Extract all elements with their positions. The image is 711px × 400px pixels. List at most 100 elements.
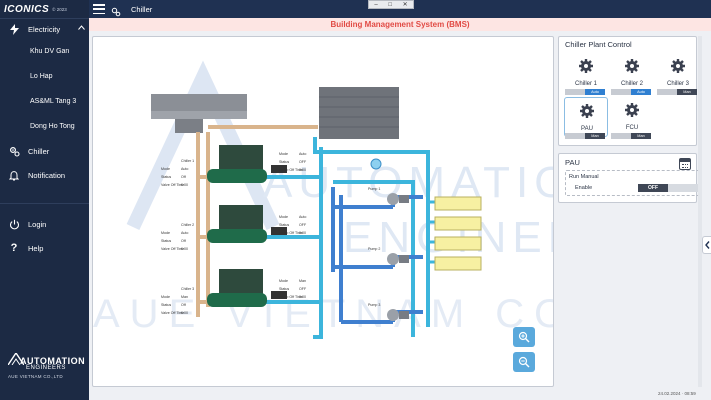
sidebar-item-login[interactable]: Login xyxy=(0,217,89,231)
sidebar-item-label: Help xyxy=(28,243,44,253)
page-title: Chiller xyxy=(131,4,153,14)
expansion-tank xyxy=(370,158,382,170)
chiller-unit-1[interactable] xyxy=(207,145,287,183)
sidebar-item-label: Chiller xyxy=(28,146,50,156)
window-controls: – □ ✕ xyxy=(368,0,414,9)
system-banner: Building Management System (BMS) xyxy=(89,18,711,31)
run-manual-group: Run Manual Enable OFF xyxy=(565,170,701,196)
ahu-unit-1[interactable] xyxy=(434,196,482,211)
chiller-1-values: Chiller 1 Auto Off 0:00 xyxy=(181,159,195,187)
diagram-canvas: AUTOMATION ENGINEERS AUE VIETNAM CO.,LTD xyxy=(93,60,553,339)
hamburger-menu-icon[interactable] xyxy=(93,4,105,14)
chiller-1-right-labels: Mode Status Pump Off Time xyxy=(279,152,303,172)
chevron-up-icon[interactable] xyxy=(78,25,85,32)
sidebar-item-chiller[interactable]: Chiller xyxy=(0,144,89,158)
plant-unit-label: PAU xyxy=(581,126,593,132)
maximize-icon[interactable]: □ xyxy=(388,1,392,8)
plant-unit-chiller-2[interactable]: Chiller 2 xyxy=(610,53,654,93)
chiller-plant-control-title: Chiller Plant Control xyxy=(565,40,632,49)
gear-icon xyxy=(671,59,685,73)
plant-unit-label: Chiller 2 xyxy=(620,81,643,87)
chiller-2-right-values: Auto OFF 0:00 xyxy=(299,215,307,235)
company-logo-line3: AUE VIETNAM CO.,LTD xyxy=(8,374,63,379)
ahu-unit-2[interactable] xyxy=(434,216,482,231)
company-logo-mark-icon xyxy=(8,353,24,365)
plant-unit-chiller-3[interactable]: Chiller 3 xyxy=(656,53,700,93)
plant-unit-chiller-3-mode[interactable]: Man xyxy=(657,89,697,95)
pump-3[interactable] xyxy=(387,309,409,321)
run-manual-label: Run Manual xyxy=(569,174,599,180)
top-bar: Chiller xyxy=(89,0,711,18)
sidebar: ICONICS © 2023 Electricity Khu DV Gan Lo… xyxy=(0,0,89,400)
plant-unit-fcu[interactable]: FCU xyxy=(610,97,654,137)
chiller-plant-control-panel: Chiller Plant Control Chiller 1 Auto Chi… xyxy=(558,36,697,146)
chiller-2-values: Chiller 2 Auto Off 0:00 xyxy=(181,223,195,251)
lightning-icon xyxy=(8,23,20,35)
plant-unit-chiller-1-mode[interactable]: Auto xyxy=(565,89,605,95)
pump-2-label: Pump 2 xyxy=(368,247,381,251)
footer-timestamp: 24.02.2024 · 08:59 xyxy=(658,391,696,396)
zoom-in-icon xyxy=(518,331,530,343)
plant-unit-label: Chiller 1 xyxy=(574,81,597,87)
sidebar-item-asml-tang-3[interactable]: AS&ML Tang 3 xyxy=(30,98,77,105)
plant-unit-pau[interactable]: PAU xyxy=(564,97,608,137)
enable-label: Enable xyxy=(575,185,593,191)
chiller-2-labels: Mode Status Valve Off Time xyxy=(161,231,185,251)
calendar-icon[interactable] xyxy=(679,158,691,170)
chilled-water-supply-pipe xyxy=(313,137,430,327)
pump-1[interactable] xyxy=(387,193,409,205)
brand-logo: ICONICS xyxy=(4,3,50,15)
pump-1-label: Pump 1 xyxy=(368,187,381,191)
enable-toggle[interactable]: OFF xyxy=(638,184,698,192)
chiller-1-right-values: Auto OFF 0:00 xyxy=(299,152,307,172)
ahu-unit-4[interactable] xyxy=(434,256,482,271)
gear-icon xyxy=(580,104,594,118)
sidebar-divider xyxy=(0,203,89,204)
chiller-unit-2[interactable] xyxy=(207,205,287,243)
chiller-2-right-labels: Mode Status Pump Off Time xyxy=(279,215,303,235)
zoom-out-icon xyxy=(518,356,530,368)
sidebar-item-label: Notification xyxy=(28,170,66,180)
gear-icon xyxy=(625,103,639,117)
chiller-3-right-labels: Mode Status Pump Off Time xyxy=(279,279,303,299)
plant-unit-label: Chiller 3 xyxy=(666,81,689,87)
chiller-1-labels: Mode Status Valve Off Time xyxy=(161,167,185,187)
chiller-diagram: AUTOMATION ENGINEERS AUE VIETNAM CO.,LTD xyxy=(92,36,554,387)
pau-panel-title: PAU xyxy=(565,158,580,167)
help-icon: ? xyxy=(10,242,18,254)
ahu-unit-3[interactable] xyxy=(434,236,482,251)
sidebar-item-label: Electricity xyxy=(28,24,61,34)
collapse-panel-tab[interactable] xyxy=(702,236,711,254)
zoom-in-button[interactable] xyxy=(513,327,535,347)
brand: ICONICS © 2023 xyxy=(0,0,89,19)
company-logo: AUTOMATION ENGINEERS AUE VIETNAM CO.,LTD xyxy=(8,353,86,379)
sidebar-item-khu-dv-gan[interactable]: Khu DV Gan xyxy=(30,48,70,55)
close-icon[interactable]: ✕ xyxy=(402,2,408,8)
sidebar-item-lo-hap[interactable]: Lo Hap xyxy=(30,73,53,80)
gear-icon xyxy=(625,59,639,73)
plant-unit-pau-mode[interactable]: Man xyxy=(565,133,605,139)
pau-panel: PAU Run Manual Enable OFF xyxy=(558,153,701,203)
gear-icon xyxy=(579,59,593,73)
sidebar-item-dong-ho-tong[interactable]: Dong Ho Tong xyxy=(30,123,75,130)
sidebar-item-electricity[interactable]: Electricity xyxy=(0,22,89,36)
plant-unit-fcu-mode[interactable]: Man xyxy=(611,133,651,139)
power-icon xyxy=(8,218,20,230)
brand-copyright: © 2023 xyxy=(52,6,67,12)
plant-unit-chiller-1[interactable]: Chiller 1 xyxy=(564,53,608,93)
plant-unit-chiller-2-mode[interactable]: Auto xyxy=(611,89,651,95)
sidebar-item-help[interactable]: ? Help xyxy=(0,241,89,255)
chiller-page-icon xyxy=(111,4,121,22)
minimize-icon[interactable]: – xyxy=(374,1,378,8)
sidebar-item-label: Login xyxy=(28,219,47,229)
sidebar-item-notification[interactable]: Notification xyxy=(0,168,89,182)
chiller-3-values: Chiller 3 Man Off 0:00 xyxy=(181,287,195,315)
zoom-out-button[interactable] xyxy=(513,352,535,372)
chevron-left-icon xyxy=(704,241,710,249)
pump-2[interactable] xyxy=(387,253,409,265)
cooling-tower-left xyxy=(151,94,247,116)
plant-unit-label: FCU xyxy=(625,125,639,131)
chiller-unit-3[interactable] xyxy=(207,269,287,307)
company-logo-line1: AUTOMATION xyxy=(20,356,86,366)
scrollbar[interactable] xyxy=(698,36,702,387)
